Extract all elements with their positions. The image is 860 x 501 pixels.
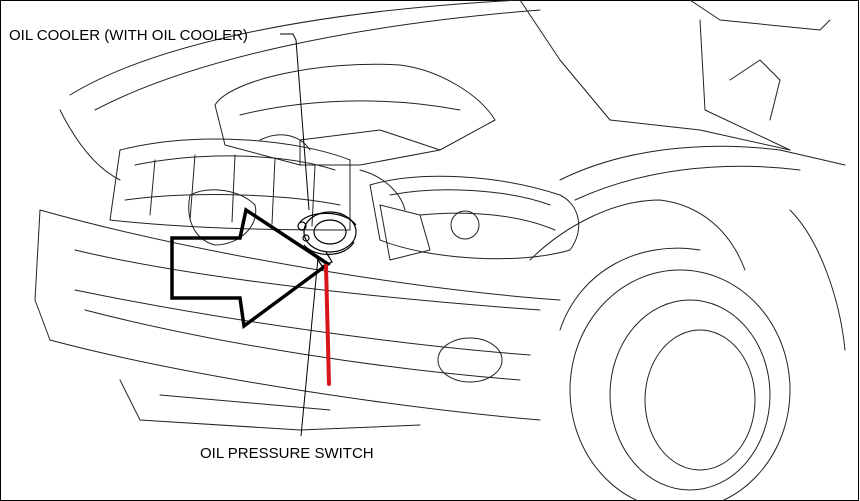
oil-cooler-leader-line: [280, 33, 310, 211]
highlight-red-line: [324, 264, 331, 386]
pointer-arrow-right: [170, 207, 332, 330]
truck-line-art: [34, 0, 846, 501]
oil-pressure-switch-leader-line: [300, 257, 319, 437]
oil-pressure-switch-label: OIL PRESSURE SWITCH: [200, 445, 374, 462]
oil-cooler-label: OIL COOLER (WITH OIL COOLER): [9, 27, 248, 44]
